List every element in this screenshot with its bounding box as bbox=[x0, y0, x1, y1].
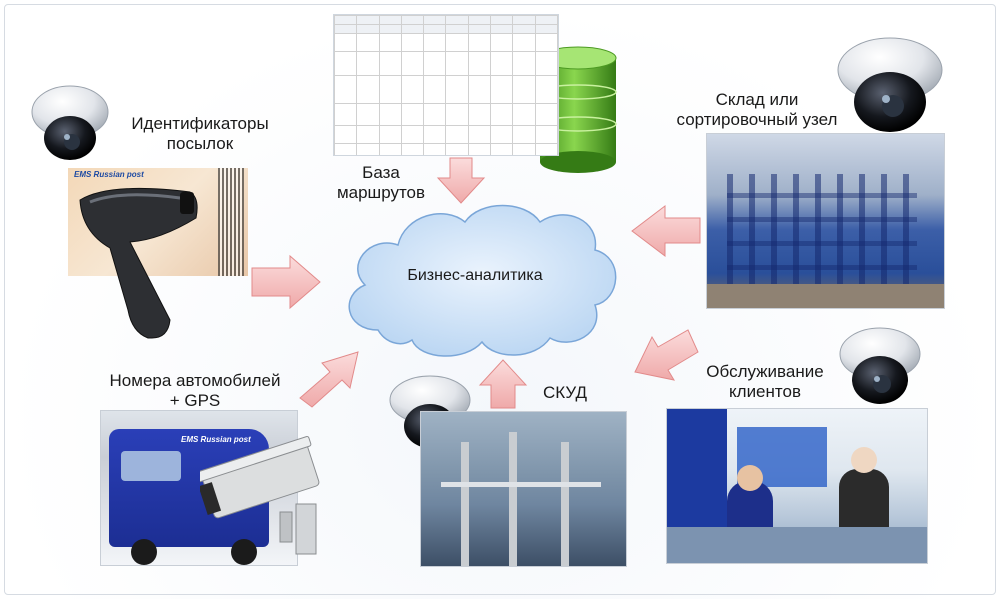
warehouse-photo bbox=[706, 133, 945, 309]
label-vehicles: Номера автомобилей + GPS bbox=[100, 371, 290, 411]
label-customer-service: Обслуживание клиентов bbox=[700, 362, 830, 402]
label-route-db-text: База маршрутов bbox=[336, 163, 426, 202]
barcode-sticker-logo: EMS Russian post bbox=[74, 170, 144, 179]
arrow-from-access-control bbox=[478, 359, 528, 409]
business-analytics-cloud bbox=[348, 204, 617, 357]
label-access-control: СКУД bbox=[535, 383, 595, 403]
label-vehicles-text: Номера автомобилей + GPS bbox=[109, 371, 281, 410]
dome-camera-icon bbox=[839, 327, 921, 404]
arrow-from-vehicles bbox=[299, 351, 359, 408]
label-access-control-text: СКУД bbox=[543, 383, 587, 402]
barcode-scanner-icon bbox=[79, 187, 198, 339]
label-warehouse-text: Склад или сортировочный узел bbox=[676, 90, 838, 129]
dome-camera-icon bbox=[837, 37, 943, 132]
label-warehouse: Склад или сортировочный узел bbox=[672, 90, 842, 130]
center-label: Бизнес-аналитика bbox=[407, 267, 543, 284]
arrow-from-route-db bbox=[436, 157, 486, 204]
label-customer-service-text: Обслуживание клиентов bbox=[706, 362, 824, 401]
customer-service-photo bbox=[666, 408, 928, 564]
dome-camera-icon bbox=[31, 85, 109, 160]
arrow-from-warehouse bbox=[631, 204, 701, 258]
route-database-table-image bbox=[333, 14, 559, 156]
van-logo: EMS Russian post bbox=[181, 435, 251, 444]
label-parcel-ids-text: Идентификаторы посылок bbox=[131, 114, 269, 153]
label-parcel-ids: Идентификаторы посылок bbox=[120, 114, 280, 154]
diagram-frame bbox=[4, 4, 996, 595]
arrow-from-parcel-ids bbox=[251, 254, 321, 310]
arrow-from-customer-service bbox=[634, 329, 699, 381]
label-route-db: База маршрутов bbox=[326, 163, 436, 203]
cctv-box-camera-icon bbox=[200, 436, 320, 555]
turnstile-photo bbox=[420, 411, 627, 567]
